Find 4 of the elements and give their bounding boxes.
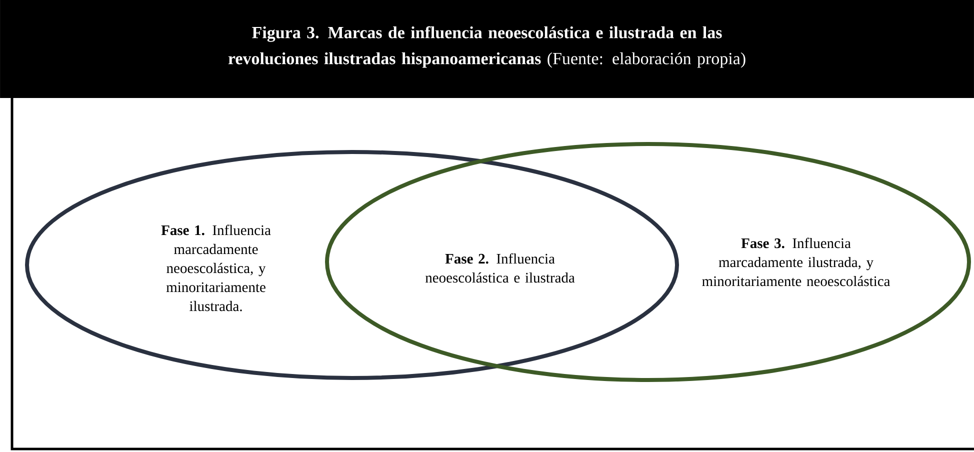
title-banner: Figura 3. Marcas de influencia neoescolástica e ilustrada en las revoluciones ilustradas hispanoamericanas (Fuente: elaboración propia) xyxy=(0,0,974,98)
ellipse-text: Fase 3. Influencia marcadamente ilustrada, y minoritariamente neoescolástica xyxy=(702,238,890,286)
overlap-text: Fase 2. Influencia neoescolástica e ilustrada xyxy=(425,253,575,283)
ellipse-text: Fase 1. Influencia marcadamente neoescolástica, y minoritariamente ilustrada. xyxy=(161,224,271,312)
